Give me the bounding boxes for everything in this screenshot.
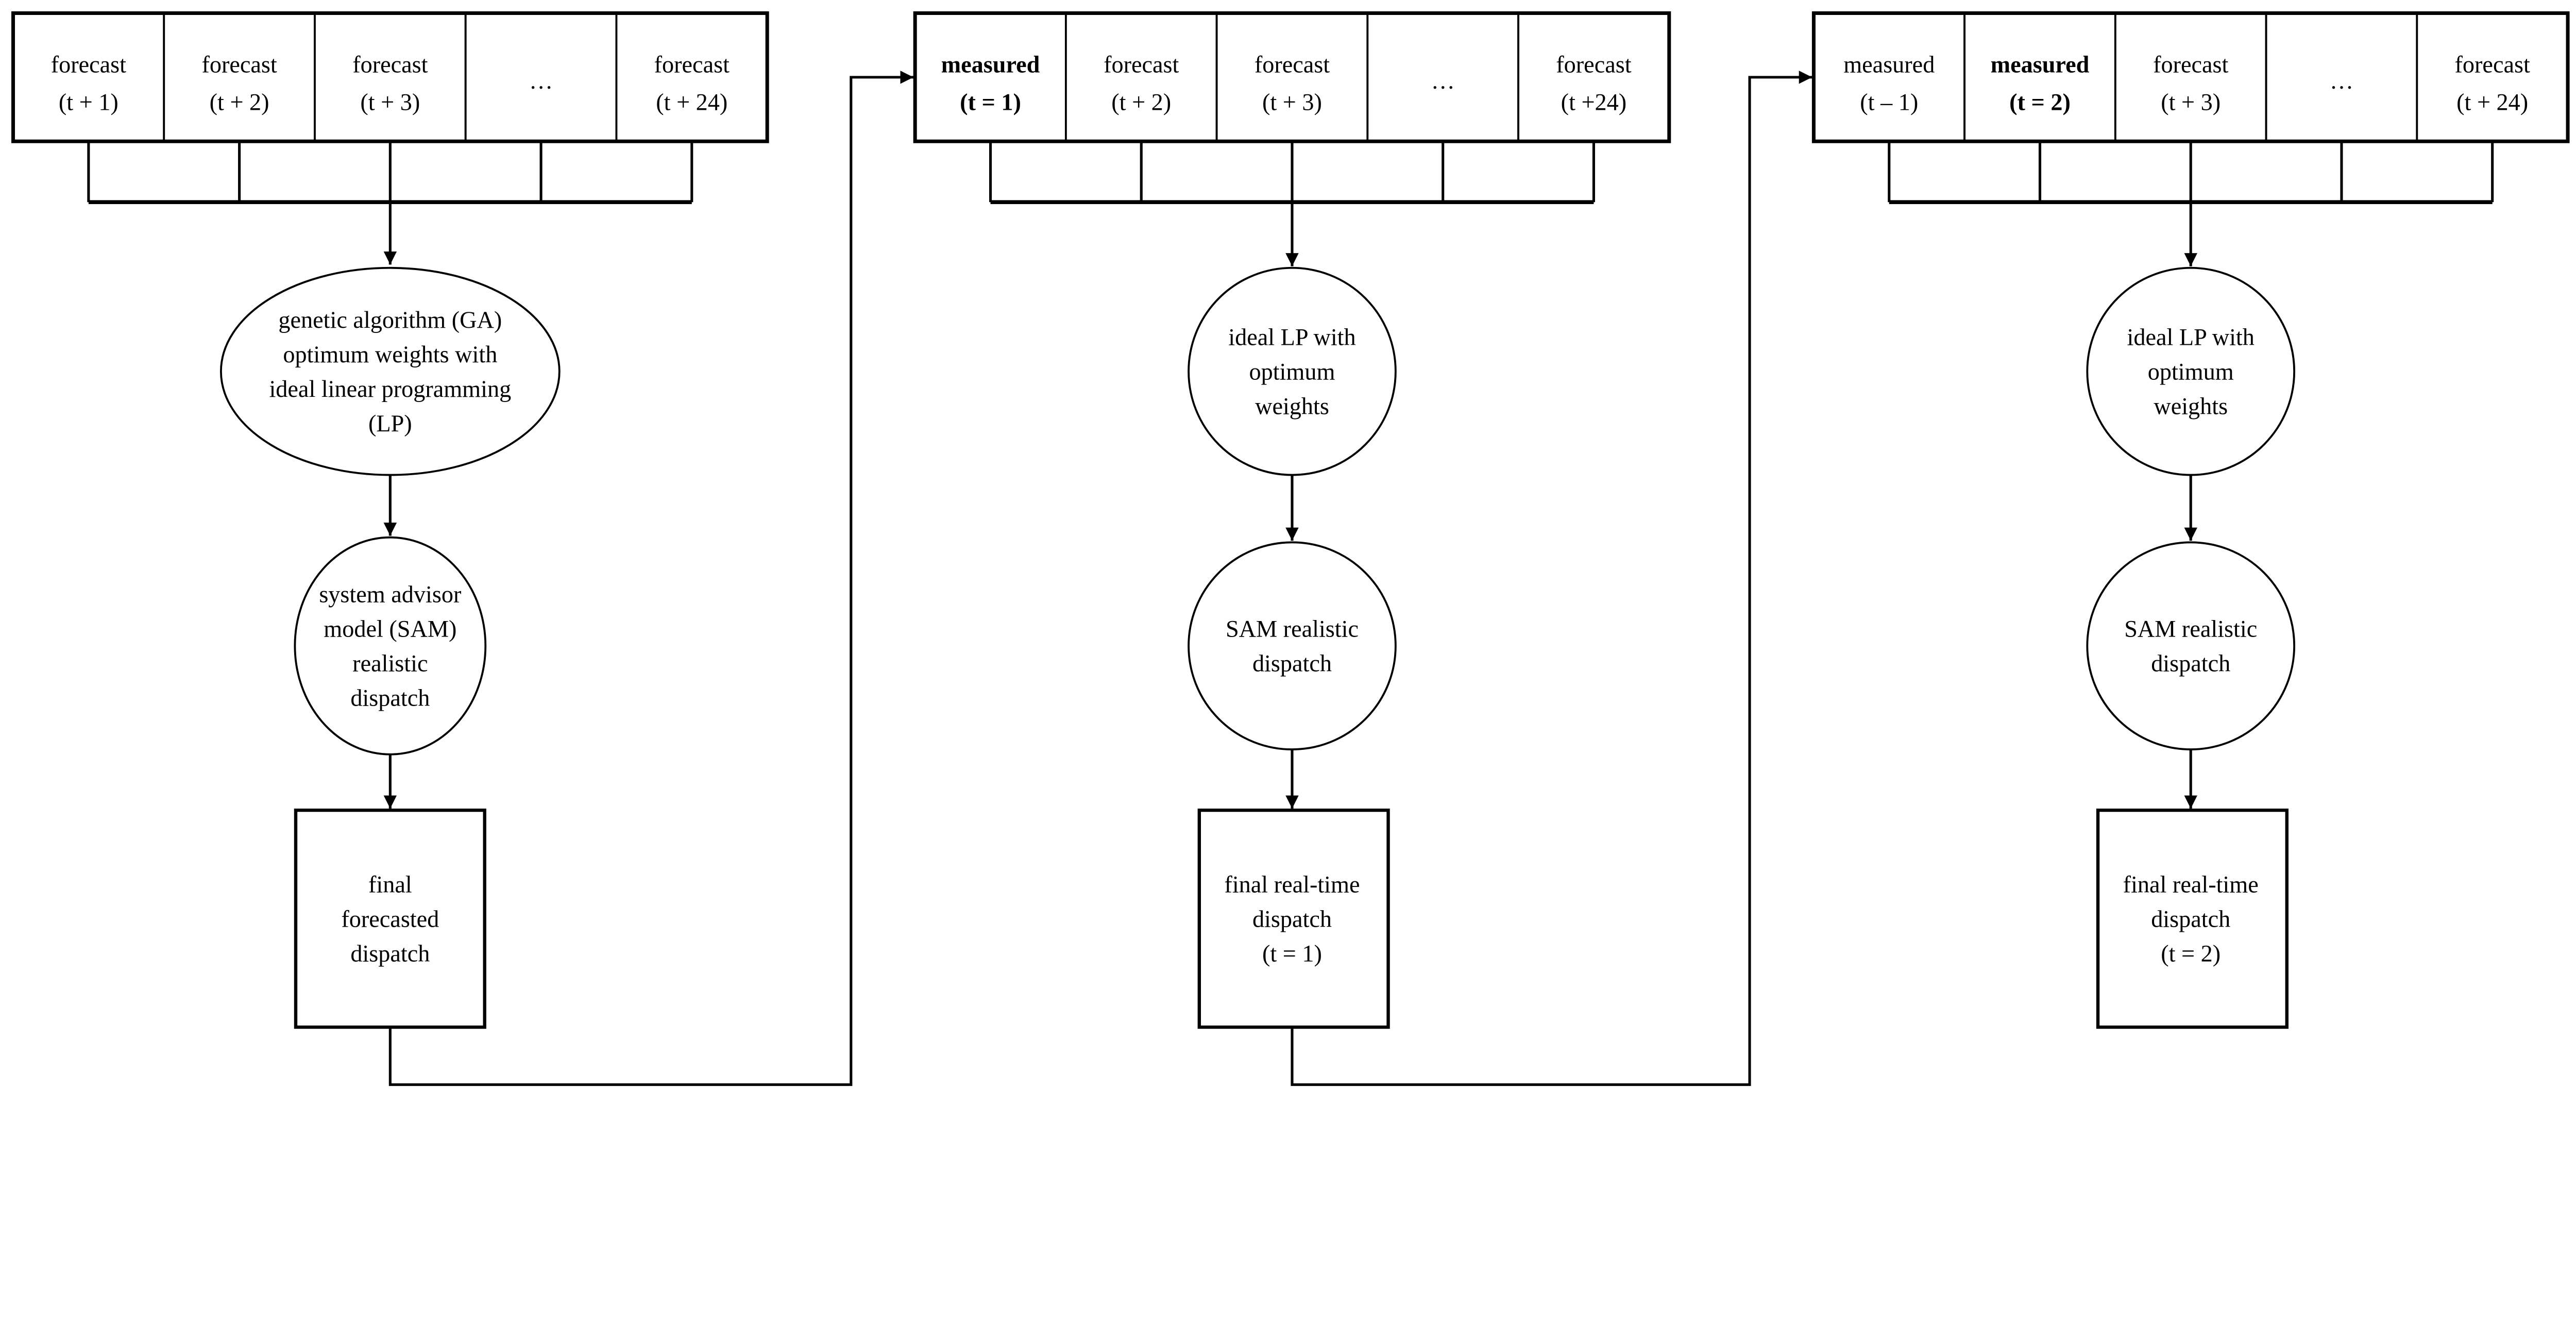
optimizer-label: (LP) bbox=[368, 410, 412, 437]
cell-time-label: (t – 1) bbox=[1860, 89, 1918, 115]
horizon-cell bbox=[163, 12, 316, 143]
horizon-cell bbox=[314, 12, 467, 143]
optimizer-label: optimum bbox=[2148, 359, 2234, 385]
result-box bbox=[2096, 808, 2289, 1029]
ellipsis-label: … bbox=[2330, 68, 2353, 94]
result-label: final real-time bbox=[2123, 871, 2259, 897]
cell-label: forecast bbox=[2455, 51, 2530, 77]
cell-time-label: (t = 1) bbox=[960, 89, 1021, 115]
horizon-cell bbox=[1366, 12, 1519, 143]
optimizer-label: weights bbox=[1255, 393, 1329, 420]
result-label: dispatch bbox=[350, 940, 430, 966]
cell-label: forecast bbox=[51, 51, 126, 77]
optimizer-label: optimum weights with bbox=[283, 341, 497, 367]
result-label: dispatch bbox=[1252, 906, 1332, 932]
cell-label: forecast bbox=[352, 51, 428, 77]
dispatch-label: SAM realistic bbox=[1226, 616, 1359, 642]
cell-label: measured bbox=[1991, 51, 2090, 77]
dispatch-node bbox=[1188, 541, 1397, 750]
optimizer-label: ideal LP with bbox=[2127, 324, 2255, 350]
ellipsis-label: … bbox=[529, 68, 553, 94]
cell-time-label: (t + 2) bbox=[1111, 89, 1171, 115]
dispatch-label: model (SAM) bbox=[324, 616, 456, 642]
dispatch-node bbox=[2086, 541, 2296, 750]
cell-label: forecast bbox=[201, 51, 277, 77]
cell-label: measured bbox=[1843, 51, 1935, 77]
cell-time-label: (t + 3) bbox=[1262, 89, 1322, 115]
result-label: (t = 1) bbox=[1262, 940, 1322, 966]
diagram-canvas: forecast (t + 1) forecast (t + 2) forecast (t… bbox=[11, 11, 2570, 1086]
cell-time-label: (t = 2) bbox=[2009, 89, 2071, 115]
cell-time-label: (t + 1) bbox=[59, 89, 118, 115]
optimizer-label: genetic algorithm (GA) bbox=[278, 307, 502, 333]
dispatch-label: dispatch bbox=[2151, 650, 2230, 677]
cell-label: forecast bbox=[1104, 51, 1179, 77]
horizon-box bbox=[11, 11, 769, 143]
dispatch-label: realistic bbox=[352, 650, 428, 677]
cell-time-label: (t + 2) bbox=[210, 89, 269, 115]
result-label: forecasted bbox=[341, 906, 439, 932]
cell-time-label: (t + 24) bbox=[2456, 89, 2528, 115]
ellipsis-label: … bbox=[1431, 68, 1455, 94]
cell-label: forecast bbox=[1556, 51, 1631, 77]
horizon-box bbox=[913, 11, 1671, 143]
result-box bbox=[1197, 808, 1390, 1029]
dispatch-node bbox=[294, 536, 487, 756]
dispatch-label: SAM realistic bbox=[2124, 616, 2257, 642]
result-label: final real-time bbox=[1224, 871, 1360, 897]
dispatch-flow-diagram: forecast (t + 1) forecast (t + 2) forecast (t… bbox=[11, 11, 2570, 1086]
horizon-box bbox=[1811, 11, 2570, 143]
result-box bbox=[294, 808, 486, 1029]
horizon-cell bbox=[615, 12, 769, 143]
horizon-cell bbox=[1517, 12, 1670, 143]
horizon-cell bbox=[2265, 12, 2418, 143]
optimizer-label: ideal LP with bbox=[1228, 324, 1355, 350]
cell-time-label: (t +24) bbox=[1561, 89, 1626, 115]
result-label: dispatch bbox=[2151, 906, 2230, 932]
cell-label: measured bbox=[941, 51, 1040, 77]
cell-label: forecast bbox=[654, 51, 730, 77]
horizon-cell bbox=[12, 12, 165, 143]
cell-time-label: (t + 3) bbox=[2161, 89, 2221, 115]
dispatch-label: system advisor bbox=[319, 581, 461, 608]
dispatch-label: dispatch bbox=[1252, 650, 1332, 677]
horizon-cell bbox=[1215, 12, 1369, 143]
optimizer-label: weights bbox=[2154, 393, 2228, 420]
feedback-arrow bbox=[1291, 71, 1812, 1086]
cell-time-label: (t + 24) bbox=[656, 89, 727, 115]
optimizer-label: ideal linear programming bbox=[269, 376, 511, 402]
cell-label: forecast bbox=[1255, 51, 1330, 77]
dispatch-label: dispatch bbox=[350, 685, 430, 711]
feedback-arrow bbox=[388, 71, 913, 1086]
cell-label: forecast bbox=[2153, 51, 2228, 77]
optimizer-node bbox=[219, 266, 561, 476]
optimizer-label: optimum bbox=[1249, 359, 1335, 385]
result-label: final bbox=[368, 871, 412, 897]
cell-time-label: (t + 3) bbox=[360, 89, 420, 115]
horizon-cell bbox=[1812, 12, 1966, 143]
horizon-cell bbox=[1963, 12, 2116, 143]
result-label: (t = 2) bbox=[2161, 940, 2221, 966]
